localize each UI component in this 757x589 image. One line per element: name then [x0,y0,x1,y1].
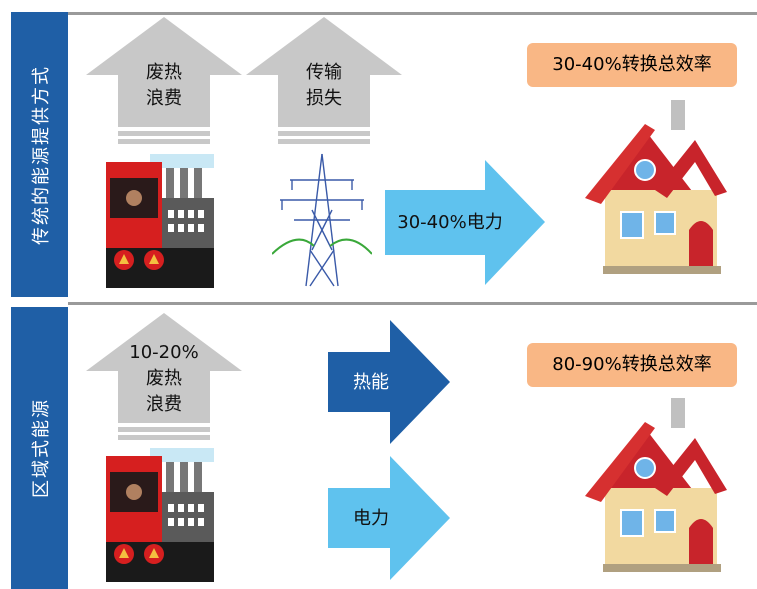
heat-energy-arrow [328,320,450,444]
efficiency-badge-top: 30-40%转换总效率 [527,43,737,87]
transmission-loss-line1: 传输 [306,62,342,83]
house-icon [585,100,727,274]
electricity-arrow-top [385,160,545,285]
transmission-loss-label: 传输 损失 [278,60,370,112]
waste-heat-label-top: 废热 浪费 [118,60,210,112]
power-plant-icon-bottom [106,448,214,582]
waste-heat-arrow-top [86,17,242,144]
waste-heat-line1-bottom: 废热 [146,368,182,389]
heat-energy-label: 热能 [353,372,389,393]
side-label-traditional-text: 传统的能源提供方式 [30,64,52,245]
waste-heat-line2-bottom: 浪费 [146,394,182,415]
bottom-panel-divider [68,302,757,305]
transmission-tower-icon [272,153,372,287]
transmission-loss-arrow [246,17,402,144]
side-label-district-text: 区域式能源 [30,398,52,498]
electricity-arrow-bottom [328,456,450,580]
waste-heat-percent: 10-20% [129,342,199,363]
transmission-loss-line2: 损失 [306,88,342,109]
side-label-district: 区域式能源 [11,307,68,589]
waste-heat-arrow-bottom [86,313,242,440]
side-label-traditional: 传统的能源提供方式 [11,12,68,297]
waste-heat-line1: 废热 [146,62,182,83]
efficiency-badge-bottom: 80-90%转换总效率 [527,343,737,387]
waste-heat-label-bottom: 10-20% 废热 浪费 [118,340,210,418]
top-panel-divider [68,12,757,15]
house-icon-bottom [585,398,727,572]
electricity-label-top: 30-40%电力 [397,212,503,233]
power-plant-icon [106,154,214,288]
electricity-label-bottom: 电力 [353,508,389,529]
waste-heat-line2: 浪费 [146,88,182,109]
